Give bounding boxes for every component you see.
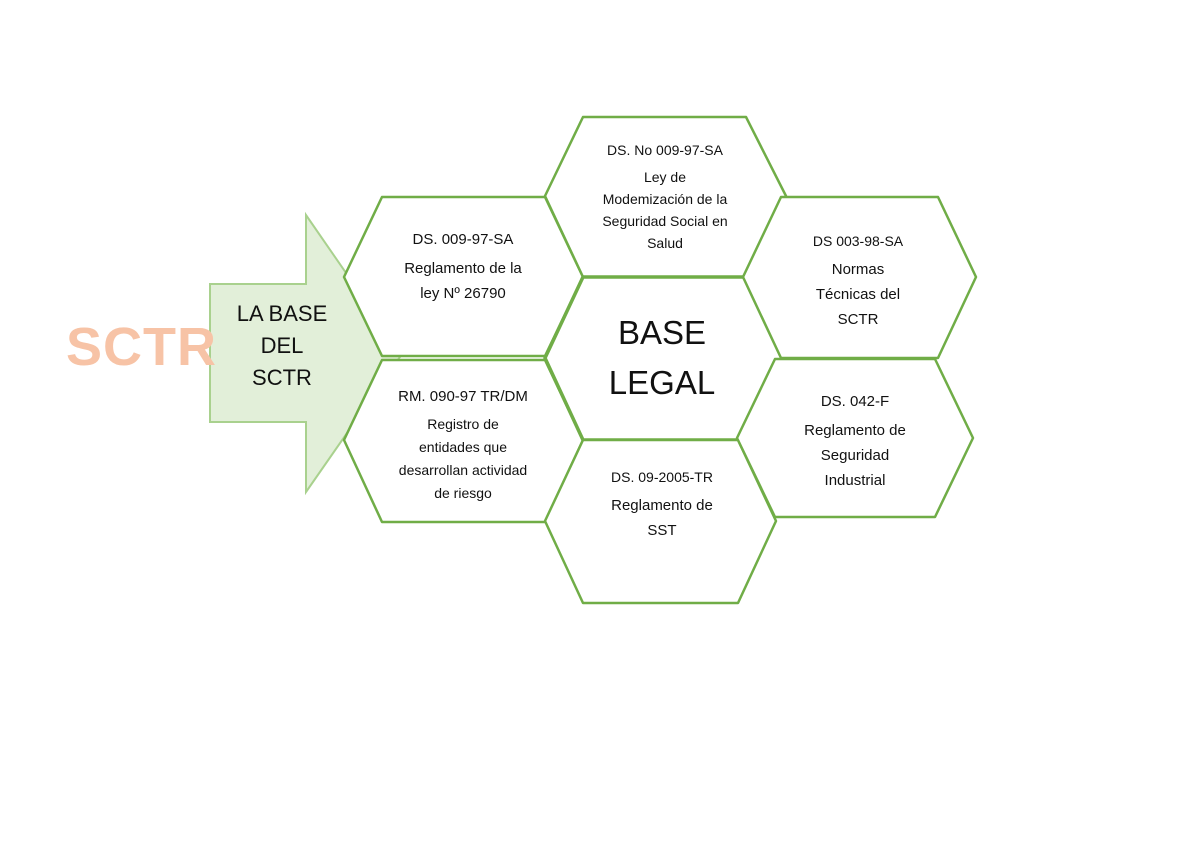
hexagon-line: SST	[647, 522, 677, 539]
hexagon-line: Ley de	[643, 168, 687, 185]
hexagon-lower-left-text: RM. 090-97 TR/DM Registro de entidades q…	[373, 380, 553, 512]
arrow-label-line: LA BASE	[236, 301, 328, 326]
hexagon-code: DS. 009-97-SA	[412, 230, 514, 248]
hexagon-bottom-text: DS. 09-2005-TR Reglamento de SST	[580, 456, 744, 556]
hexagon-upper-right-text: DS 003-98-SA Normas Técnicas del SCTR	[778, 222, 938, 342]
hexagon-line: Técnicas del	[815, 285, 901, 303]
hexagon-code: DS 003-98-SA	[812, 232, 904, 249]
hexagon-upper-right	[741, 195, 978, 360]
hexagon-line: desarrollan actividad	[398, 461, 528, 478]
hexagon-line: Reglamento de	[804, 422, 906, 439]
hexagon-code: DS. No 009-97-SA	[607, 141, 723, 158]
hexagon-lower-right-text: DS. 042-F Reglamento de Seguridad Indust…	[775, 382, 935, 504]
center-label: BASE LEGAL	[584, 308, 740, 408]
hexagon-upper-left-text: DS. 009-97-SA Reglamento de la ley Nº 26…	[378, 218, 548, 318]
center-label-line: BASE	[617, 314, 707, 351]
hexagon-lower-right	[735, 357, 975, 519]
hexagon-line: Seguridad	[820, 447, 890, 464]
hexagon-line: Reglamento de	[611, 497, 713, 514]
hexagon-line: de riesgo	[434, 484, 492, 501]
arrow-label-line: SCTR	[252, 365, 312, 390]
hexagon-line: Seguridad Social en	[602, 212, 728, 229]
hexagon-line: ley Nº 26790	[420, 284, 506, 302]
hexagon-code: RM. 090-97 TR/DM	[398, 387, 528, 405]
hexagon-description: Reglamento de la ley Nº 26790	[404, 256, 522, 306]
hexagon-line: Reglamento de la	[404, 259, 522, 277]
hexagon-description: Reglamento de SST	[611, 493, 713, 543]
hexagon-description: Reglamento de Seguridad Industrial	[804, 418, 906, 493]
hexagon-description: Ley de Modemización de la Seguridad Soci…	[602, 166, 727, 254]
arrow-label: LA BASE DEL SCTR	[222, 298, 342, 394]
sctr-side-label: SCTR	[66, 317, 217, 377]
center-label-line: LEGAL	[608, 364, 716, 401]
hexagon-description: Registro de entidades que desarrollan ac…	[399, 413, 527, 505]
hexagon-line: SCTR	[837, 310, 879, 328]
hexagon-description: Normas Técnicas del SCTR	[816, 257, 900, 332]
hexagon-code: DS. 042-F	[820, 393, 890, 410]
hexagon-line: entidades que	[419, 438, 507, 455]
hexagon-line: Modemización de la	[602, 190, 728, 207]
hexagon-line: Salud	[647, 234, 683, 251]
arrow-label-line: DEL	[260, 333, 304, 358]
hexagon-code: DS. 09-2005-TR	[611, 469, 713, 485]
hexagon-line: Normas	[831, 260, 885, 278]
hexagon-line: Registro de	[427, 415, 499, 432]
hexagon-top-text: DS. No 009-97-SA Ley de Modemización de …	[575, 130, 755, 265]
hexagon-line: Industrial	[824, 472, 886, 489]
